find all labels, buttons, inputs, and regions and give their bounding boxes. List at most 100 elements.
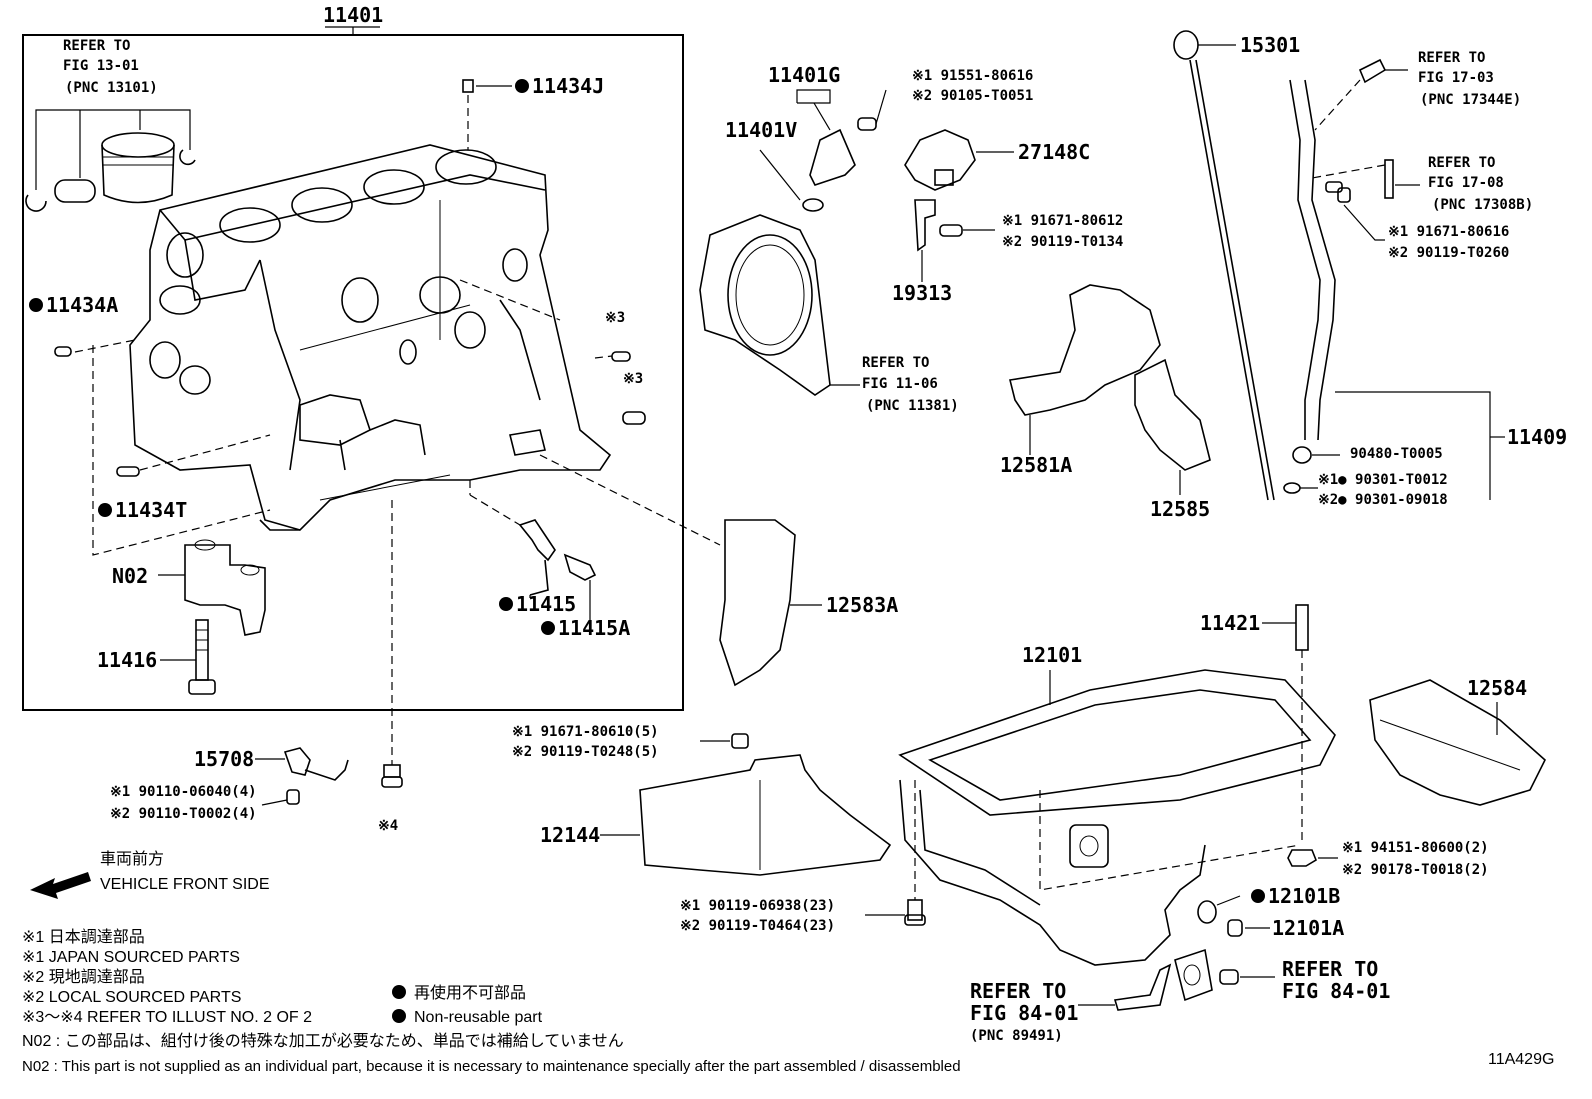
- legend-nonreusable-jp: 再使用不可部品: [414, 984, 526, 1002]
- callout-11409: 11409: [1507, 425, 1567, 449]
- vehicle-front-indicator: 車両前方 VEHICLE FRONT SIDE: [30, 850, 270, 899]
- oil-jet-11415: 11415 11415A: [469, 480, 630, 640]
- non-reusable-mark-icon: [29, 298, 43, 312]
- stud-11421: 11421: [1200, 604, 1309, 845]
- callout-bolt-f-local: ※2 90119-T0464(23): [680, 918, 835, 934]
- callout-11415A: 11415A: [558, 616, 630, 640]
- refer-84-01b-line1: REFER TO: [1282, 957, 1378, 981]
- refer-17-03-line3: (PNC 17344E): [1420, 92, 1521, 108]
- sensor-11401G: 11401G 11401V ※1 91551-80616 ※2 90105-T0…: [725, 63, 1033, 212]
- refer-17-08-line2: FIG 17-08: [1428, 175, 1504, 191]
- callout-gasket-jp: ※1● 90301-T0012: [1318, 472, 1448, 488]
- note-n02-jp: N02 : この部品は、組付け後の特殊な加工が必要なため、単品では補給していませ…: [22, 1032, 624, 1050]
- dowel-ref3: ※3 ※3: [594, 310, 646, 425]
- callout-12583A: 12583A: [826, 593, 898, 617]
- bolt-11416: 11416: [97, 619, 216, 695]
- nut-94151: ※1 94151-80600(2) ※2 90178-T0018(2): [1287, 840, 1489, 878]
- oil-pan-12101: 12101: [898, 643, 1336, 966]
- callout-bolt-e-jp: ※1 91671-80610(5): [512, 724, 659, 740]
- block-assembly-frame: 11401: [22, 3, 684, 711]
- refer-13-01-line2: FIG 13-01: [63, 58, 139, 74]
- callout-ref3-upper: ※3: [605, 310, 625, 326]
- callout-nut-local: ※2 90178-T0018(2): [1342, 862, 1489, 878]
- callout-90480: 90480-T0005: [1350, 446, 1443, 462]
- refer-17-08-line3: (PNC 17308B): [1432, 197, 1533, 213]
- callout-12101A: 12101A: [1272, 916, 1344, 940]
- callout-bolt-c-jp: ※1 91671-80616: [1388, 224, 1509, 240]
- callout-nut-jp: ※1 94151-80600(2): [1342, 840, 1489, 856]
- oil-seal-retainer: REFER TO FIG 11-06 (PNC 11381): [699, 214, 959, 414]
- callout-15301: 15301: [1240, 33, 1300, 57]
- note-n02-en: N02 : This part is not supplied as an in…: [22, 1058, 961, 1075]
- legend-nonreusable-en: Non-reusable part: [414, 1009, 543, 1026]
- legend-ref-3-4: ※3～※4 REFER TO ILLUST NO. 2 OF 2: [22, 1009, 312, 1026]
- callout-ref4: ※4: [378, 818, 398, 834]
- refer-13-01-line3: (PNC 13101): [65, 80, 158, 96]
- callout-11416: 11416: [97, 648, 157, 672]
- callout-19313: 19313: [892, 281, 952, 305]
- piston-group-illustration: REFER TO FIG 13-01 (PNC 13101): [25, 38, 196, 212]
- callout-12581A: 12581A: [1000, 453, 1072, 477]
- bolt-90119-06938: ※1 90119-06938(23) ※2 90119-T0464(23): [680, 780, 926, 934]
- refer-84-01a-line1: REFER TO: [970, 979, 1066, 1003]
- oil-level-sensor: REFER TO FIG 84-01 REFER TO FIG 84-01 (P…: [970, 948, 1390, 1044]
- callout-bolt-b-jp: ※1 91671-80612: [1002, 213, 1123, 229]
- callout-bolt-c-local: ※2 90119-T0260: [1388, 245, 1509, 261]
- callout-12585: 12585: [1150, 497, 1210, 521]
- refer-11-06-line3: (PNC 11381): [866, 398, 959, 414]
- legend-local-en: ※2 LOCAL SOURCED PARTS: [22, 989, 241, 1006]
- callout-11421: 11421: [1200, 611, 1260, 635]
- callout-15708: 15708: [194, 747, 254, 771]
- callout-11415: 11415: [516, 592, 576, 616]
- refer-17-03-line1: REFER TO: [1418, 50, 1485, 66]
- non-reusable-mark-icon: [541, 621, 555, 635]
- callout-bolt-d-jp: ※1 90110-06040(4): [110, 784, 257, 800]
- non-reusable-mark-icon: [392, 1009, 406, 1023]
- callout-11401V: 11401V: [725, 118, 797, 142]
- heat-insulator-12583A: 12583A: [719, 519, 898, 687]
- pin-11434T: 11434T: [92, 345, 271, 556]
- front-side-label-jp: 車両前方: [100, 850, 164, 868]
- hose-15708: 15708 ※1 90110-06040(4) ※2 90110-T0002(4…: [110, 747, 349, 822]
- refer-13-01-line1: REFER TO: [63, 38, 130, 54]
- non-reusable-mark-icon: [98, 503, 112, 517]
- pin-11434A: 11434A: [29, 293, 136, 357]
- legend-japan-en: ※1 JAPAN SOURCED PARTS: [22, 949, 240, 966]
- callout-bolt-e-local: ※2 90119-T0248(5): [512, 744, 659, 760]
- non-reusable-mark-icon: [499, 597, 513, 611]
- callout-ref3-lower: ※3: [623, 371, 643, 387]
- callout-12101B: 12101B: [1268, 884, 1340, 908]
- dipstick-guide-11409: REFER TO FIG 17-03 (PNC 17344E) REFER TO…: [1283, 50, 1567, 508]
- baffle-12584: 12584: [1369, 676, 1546, 806]
- refer-84-01a-line3: (PNC 89491): [970, 1028, 1063, 1044]
- non-reusable-mark-icon: [1251, 889, 1265, 903]
- callout-bolt-a-jp: ※1 91551-80616: [912, 68, 1033, 84]
- callout-12584: 12584: [1467, 676, 1527, 700]
- legend-local-jp: ※2 現地調達部品: [22, 968, 145, 986]
- illustration-id: 11A429G: [1488, 1051, 1554, 1068]
- bearing-cap-N02: N02: [112, 539, 266, 636]
- drain-plug: 12101B 12101A: [1197, 884, 1344, 940]
- refer-84-01b-line2: FIG 84-01: [1282, 979, 1390, 1003]
- insulator-12585: 12585: [1134, 358, 1211, 521]
- insulator-12581A: 12581A: [1000, 284, 1161, 477]
- callout-11401G: 11401G: [768, 63, 840, 87]
- engine-block-illustration: [129, 144, 612, 531]
- refer-11-06-line1: REFER TO: [862, 355, 929, 371]
- callout-N02: N02: [112, 564, 148, 588]
- insulator-12144: ※1 91671-80610(5) ※2 90119-T0248(5) 1214…: [512, 724, 892, 876]
- callout-27148C: 27148C: [1018, 140, 1090, 164]
- callout-bolt-b-local: ※2 90119-T0134: [1002, 234, 1123, 250]
- callout-12144: 12144: [540, 823, 600, 847]
- refer-84-01a-line2: FIG 84-01: [970, 1001, 1078, 1025]
- refer-17-03-line2: FIG 17-03: [1418, 70, 1494, 86]
- non-reusable-mark-icon: [515, 79, 529, 93]
- callout-11434T: 11434T: [115, 498, 187, 522]
- connector-27148C: 27148C 19313 ※1 91671-80612 ※2 90119-T01…: [892, 129, 1123, 305]
- refer-11-06-line2: FIG 11-06: [862, 376, 938, 392]
- bolt-ref4: ※4: [378, 500, 403, 834]
- refer-17-08-line1: REFER TO: [1428, 155, 1495, 171]
- legend-japan-jp: ※1 日本調達部品: [22, 928, 145, 946]
- plug-11434J: 11434J: [462, 74, 604, 150]
